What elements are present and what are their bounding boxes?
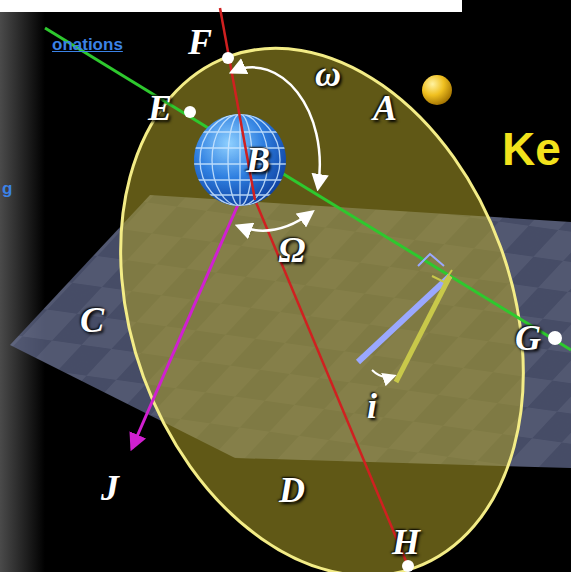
heading-fragment: Ke	[502, 126, 561, 172]
point-letter: E	[148, 90, 172, 126]
link-text: g	[2, 180, 12, 197]
angle-symbol: ω	[315, 56, 341, 92]
angle-symbol: Ω	[279, 232, 306, 268]
point-letter: F	[188, 24, 212, 60]
orbit-letter: D	[279, 472, 305, 508]
link-text: onations	[52, 36, 123, 53]
vector-letter: J	[101, 470, 119, 506]
body-letter: A	[373, 90, 397, 126]
point-letter: H	[392, 524, 420, 560]
planet-letter: B	[246, 142, 270, 178]
plane-letter: C	[80, 302, 104, 338]
point-letter: G	[515, 320, 541, 356]
angle-symbol: i	[367, 388, 377, 424]
